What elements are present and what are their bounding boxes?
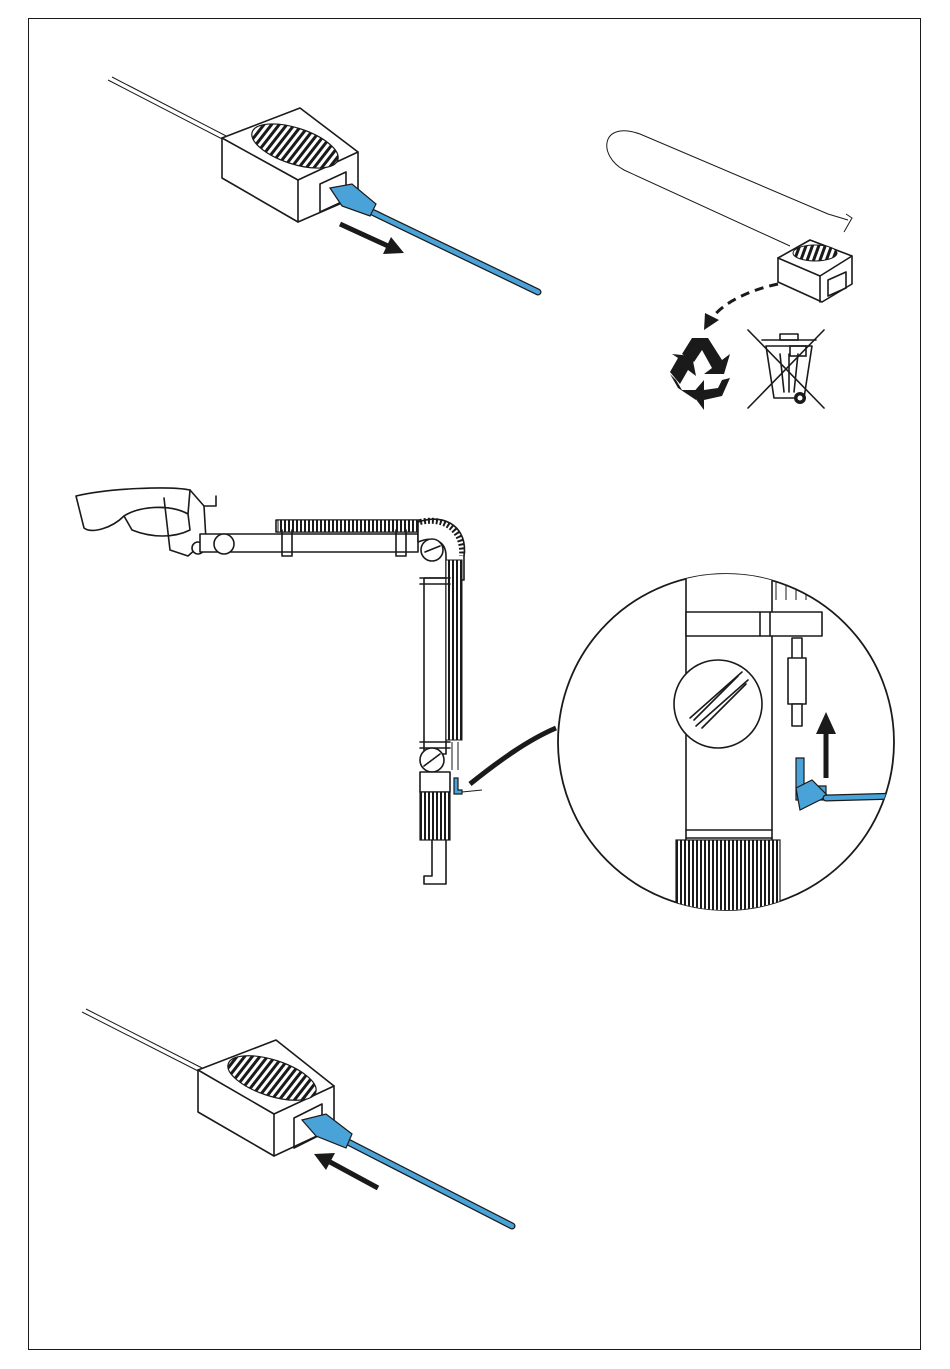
adapter-plug-in-figure [82, 1009, 512, 1226]
small-blue-connector [454, 778, 462, 794]
dc-cable [330, 184, 538, 292]
arrow-pointing-away-from-adapter [340, 224, 404, 254]
horizontal-arm [200, 520, 420, 556]
connector-detail-magnified [558, 560, 900, 970]
mains-cable [108, 80, 228, 142]
callout-leader [470, 728, 556, 784]
dc-cable-2 [302, 1114, 512, 1226]
power-adapter [222, 108, 358, 222]
adapter-disposal-figure [607, 131, 852, 410]
mains-cable-2 [82, 1012, 204, 1074]
lamp-head [76, 488, 216, 556]
recycle-icon [670, 338, 730, 410]
power-adapter-2 [198, 1040, 334, 1156]
knob-detail [674, 660, 762, 748]
table-clamp [420, 748, 450, 884]
vertical-arm [420, 560, 462, 770]
adapter-unplug-figure [108, 77, 538, 292]
dashed-disposal-arrow [704, 284, 778, 330]
power-adapter-small [778, 240, 852, 302]
arm-lamp-assembly [76, 488, 556, 884]
adapter-lead [607, 131, 848, 246]
arrow-pointing-toward-adapter [314, 1153, 378, 1188]
crossed-out-wheelie-bin-icon [748, 330, 824, 408]
